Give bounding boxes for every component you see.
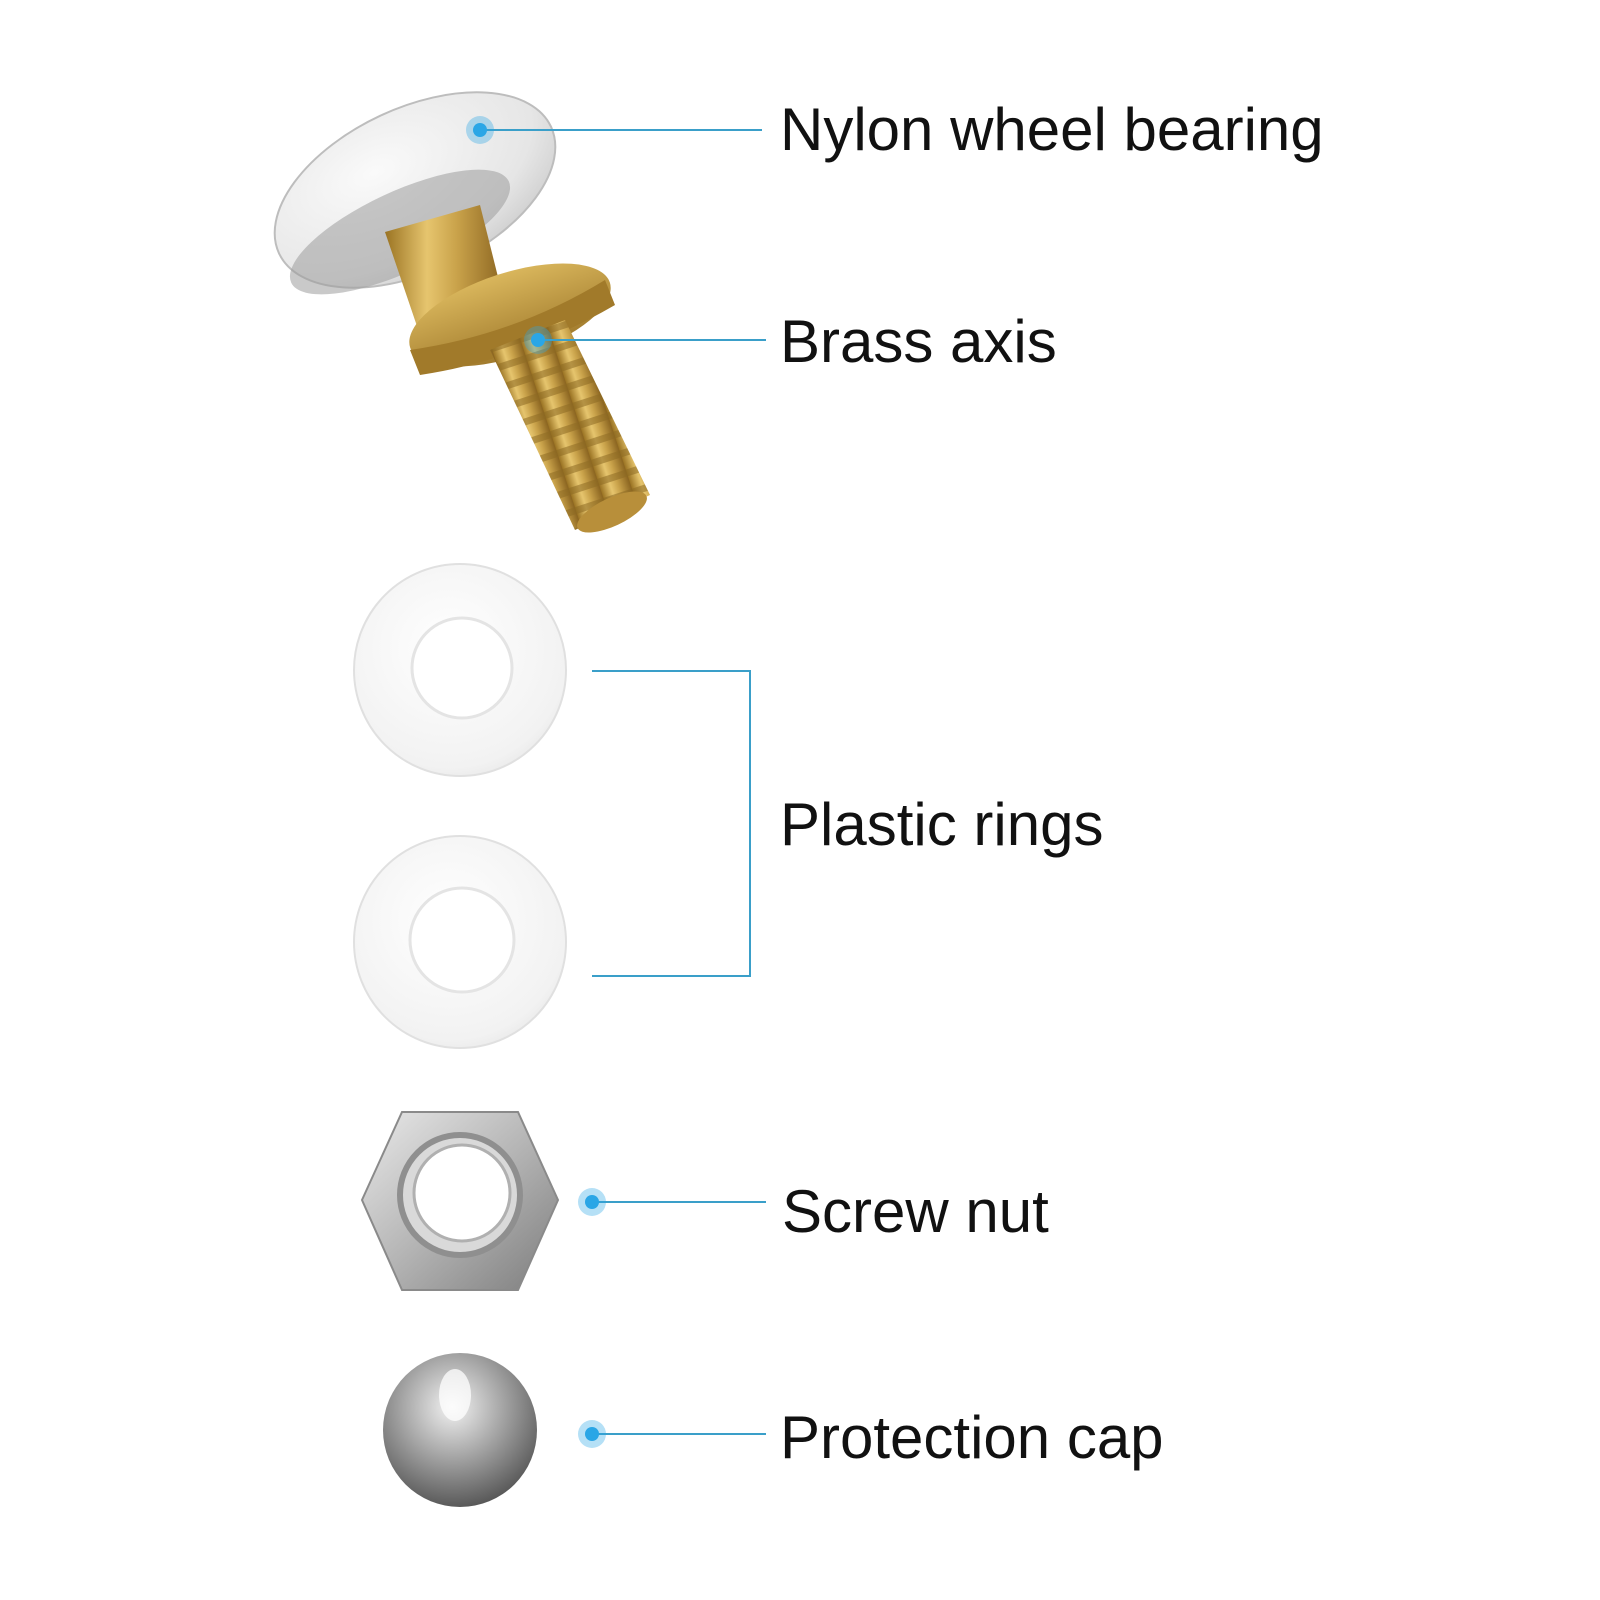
leader-plastic-rings-bracket xyxy=(592,670,751,977)
brass-axis-icon xyxy=(385,205,650,533)
label-brass-axis: Brass axis xyxy=(780,308,1057,375)
label-protection-cap: Protection cap xyxy=(780,1404,1164,1471)
plastic-ring-icon xyxy=(353,563,567,777)
label-plastic-rings: Plastic rings xyxy=(780,791,1104,858)
leader-brass-axis xyxy=(524,326,766,354)
leader-screw-nut xyxy=(578,1188,766,1216)
leader-nylon-wheel xyxy=(466,116,762,144)
leader-protection-cap xyxy=(578,1420,766,1448)
label-screw-nut: Screw nut xyxy=(782,1178,1049,1245)
plastic-ring-icon xyxy=(353,835,567,1049)
dome-cap-icon xyxy=(383,1353,537,1507)
label-nylon-wheel-bearing: Nylon wheel bearing xyxy=(780,96,1324,163)
hex-nut-icon xyxy=(360,1111,560,1291)
